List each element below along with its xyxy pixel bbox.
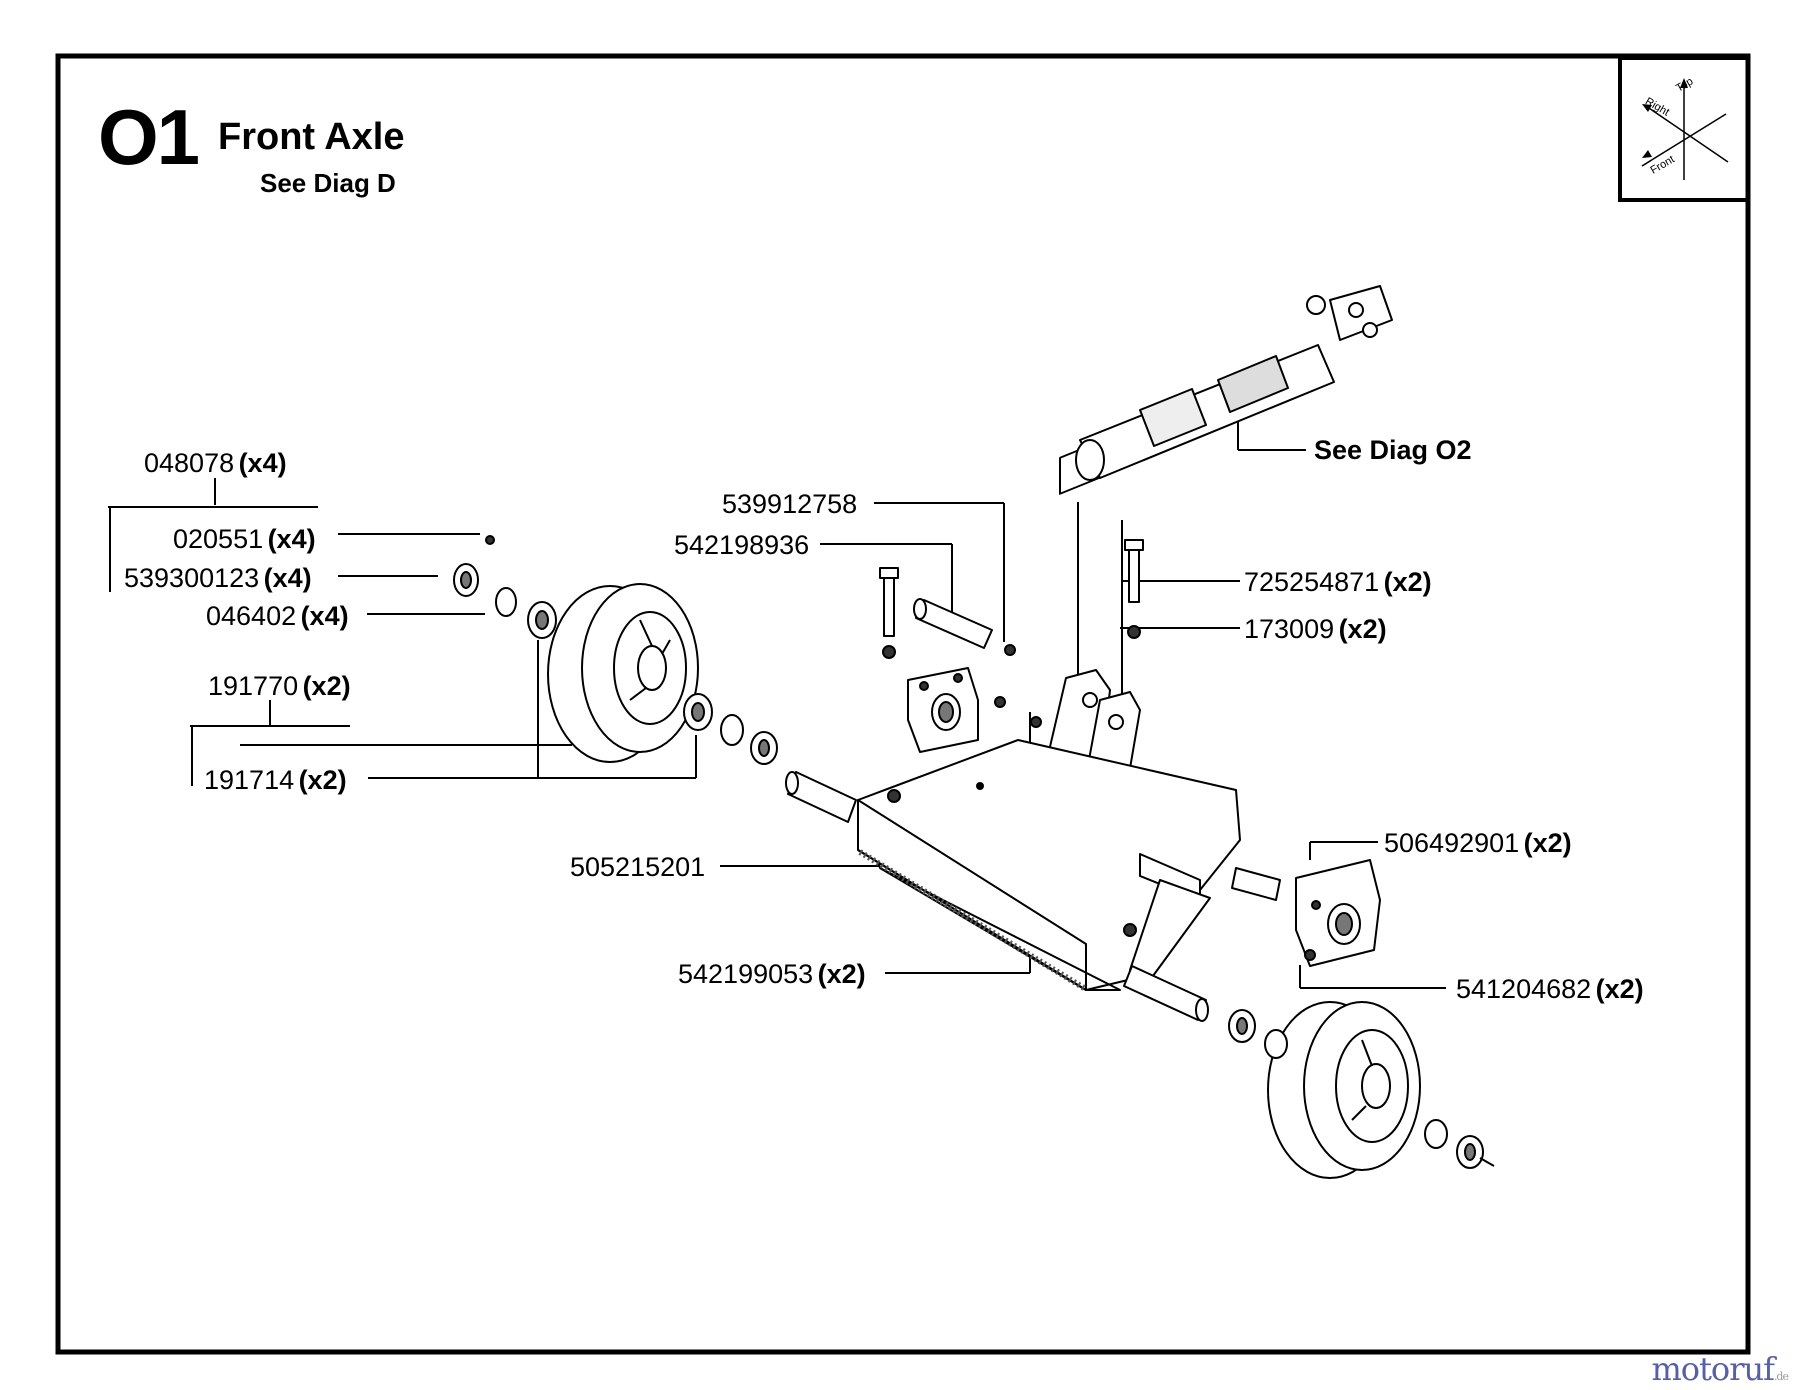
part-number: 048078: [144, 448, 235, 478]
part-quantity: (x2): [1383, 567, 1432, 597]
part-callout: 191770 (x2): [208, 673, 351, 700]
part-number: 020551: [173, 524, 264, 554]
diagram-reference-o2: See Diag O2: [1314, 435, 1472, 465]
part-number: 539300123: [124, 563, 260, 593]
diagram-code: O1: [98, 93, 200, 181]
wheel-right: [1267, 1001, 1421, 1179]
bearing-block-right: [1295, 859, 1381, 967]
part-quantity: (x4): [300, 601, 349, 631]
part-callout: 191714 (x2): [204, 767, 347, 794]
watermark-brand: motoruf: [1651, 1350, 1774, 1388]
part-number: 046402: [206, 601, 297, 631]
bolt-right: [1124, 539, 1144, 639]
pivot-pin: [915, 599, 993, 649]
bolt-left: [879, 567, 899, 659]
part-callout: 046402 (x4): [206, 603, 349, 630]
diagram-title: Front Axle: [218, 116, 405, 158]
part-callout: 020551 (x4): [173, 526, 316, 553]
part-quantity: (x2): [1595, 974, 1644, 1004]
orientation-indicator-icon: [1618, 56, 1750, 202]
bearing-left: [453, 535, 778, 765]
part-callout: 173009 (x2): [1244, 616, 1387, 643]
part-callout: 542198936: [674, 532, 809, 559]
watermark-tld: .de: [1773, 1370, 1789, 1383]
part-quantity: (x2): [1523, 828, 1572, 858]
diagram-frame: [55, 53, 1751, 1355]
part-quantity: (x2): [302, 671, 351, 701]
part-quantity: (x2): [1338, 614, 1387, 644]
bearing-right: [1228, 1009, 1495, 1169]
bearing-block-left: [907, 667, 979, 753]
part-callout: 539912758: [722, 491, 857, 518]
part-callout: 048078 (x4): [144, 450, 287, 477]
part-number: 191770: [208, 671, 299, 701]
part-quantity: (x4): [267, 524, 316, 554]
part-callout: 505215201: [570, 854, 705, 881]
part-quantity: (x2): [298, 765, 347, 795]
part-number: 191714: [204, 765, 295, 795]
part-callout: 725254871 (x2): [1244, 569, 1432, 596]
part-callout: 541204682 (x2): [1456, 976, 1644, 1003]
watermark-logo: motoruf.de: [1651, 1350, 1789, 1388]
part-number: 506492901: [1384, 828, 1520, 858]
part-quantity: (x4): [238, 448, 287, 478]
part-number: 725254871: [1244, 567, 1380, 597]
wheel-left: [547, 583, 699, 763]
axle-beam: [857, 739, 1241, 991]
diagram-reference-d: See Diag D: [260, 168, 396, 198]
part-number: 542199053: [678, 959, 814, 989]
axle-stub-right: [1123, 965, 1207, 1021]
part-quantity: (x2): [817, 959, 866, 989]
part-number: 541204682: [1456, 974, 1592, 1004]
steering-shaft: [1059, 285, 1393, 495]
part-callout: 542199053 (x2): [678, 961, 866, 988]
part-number: 539912758: [722, 489, 858, 519]
part-number: 505215201: [570, 852, 706, 882]
part-quantity: (x4): [263, 563, 312, 593]
part-callout: 539300123 (x4): [124, 565, 312, 592]
part-number: 542198936: [674, 530, 810, 560]
part-callout: 506492901 (x2): [1384, 830, 1572, 857]
part-number: 173009: [1244, 614, 1335, 644]
